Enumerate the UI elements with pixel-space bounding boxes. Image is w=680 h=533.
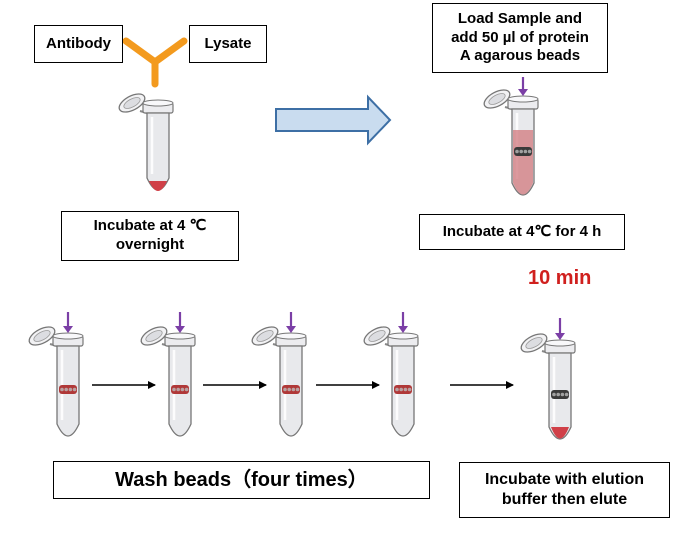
tube-wash-1 [28, 326, 84, 437]
antibody-y-icon [122, 37, 188, 88]
tubes-layer [28, 89, 576, 440]
tube-wash-4 [363, 326, 419, 437]
block-arrow-right-icon [275, 94, 392, 146]
marker-arrow-wash-4 [398, 312, 408, 333]
tube-load-sample [483, 89, 539, 196]
incubate-4h-label: Incubate at 4℃ for 4 h [419, 214, 625, 250]
marker-arrows-layer [63, 77, 565, 340]
ten-min-label: 10 min [528, 267, 592, 289]
marker-arrow-wash-1 [63, 312, 73, 333]
tube-wash-2 [140, 326, 196, 437]
load-sample-label: Load Sample and add 50 µl of protein A a… [432, 3, 608, 73]
tube-elute [520, 333, 576, 440]
incubate-overnight-label: Incubate at 4 ℃ overnight [61, 211, 239, 261]
lysate-label: Lysate [189, 25, 267, 63]
marker-arrow-load [518, 77, 528, 96]
tube-wash-3 [251, 326, 307, 437]
marker-arrow-elute [555, 318, 565, 340]
elute-label: Incubate with elution buffer then elute [459, 462, 670, 518]
marker-arrow-wash-3 [286, 312, 296, 333]
marker-arrow-wash-2 [175, 312, 185, 333]
tube-antibody-lysate [118, 93, 174, 191]
wash-beads-label: Wash beads（four times） [53, 461, 430, 499]
antibody-label: Antibody [34, 25, 123, 63]
